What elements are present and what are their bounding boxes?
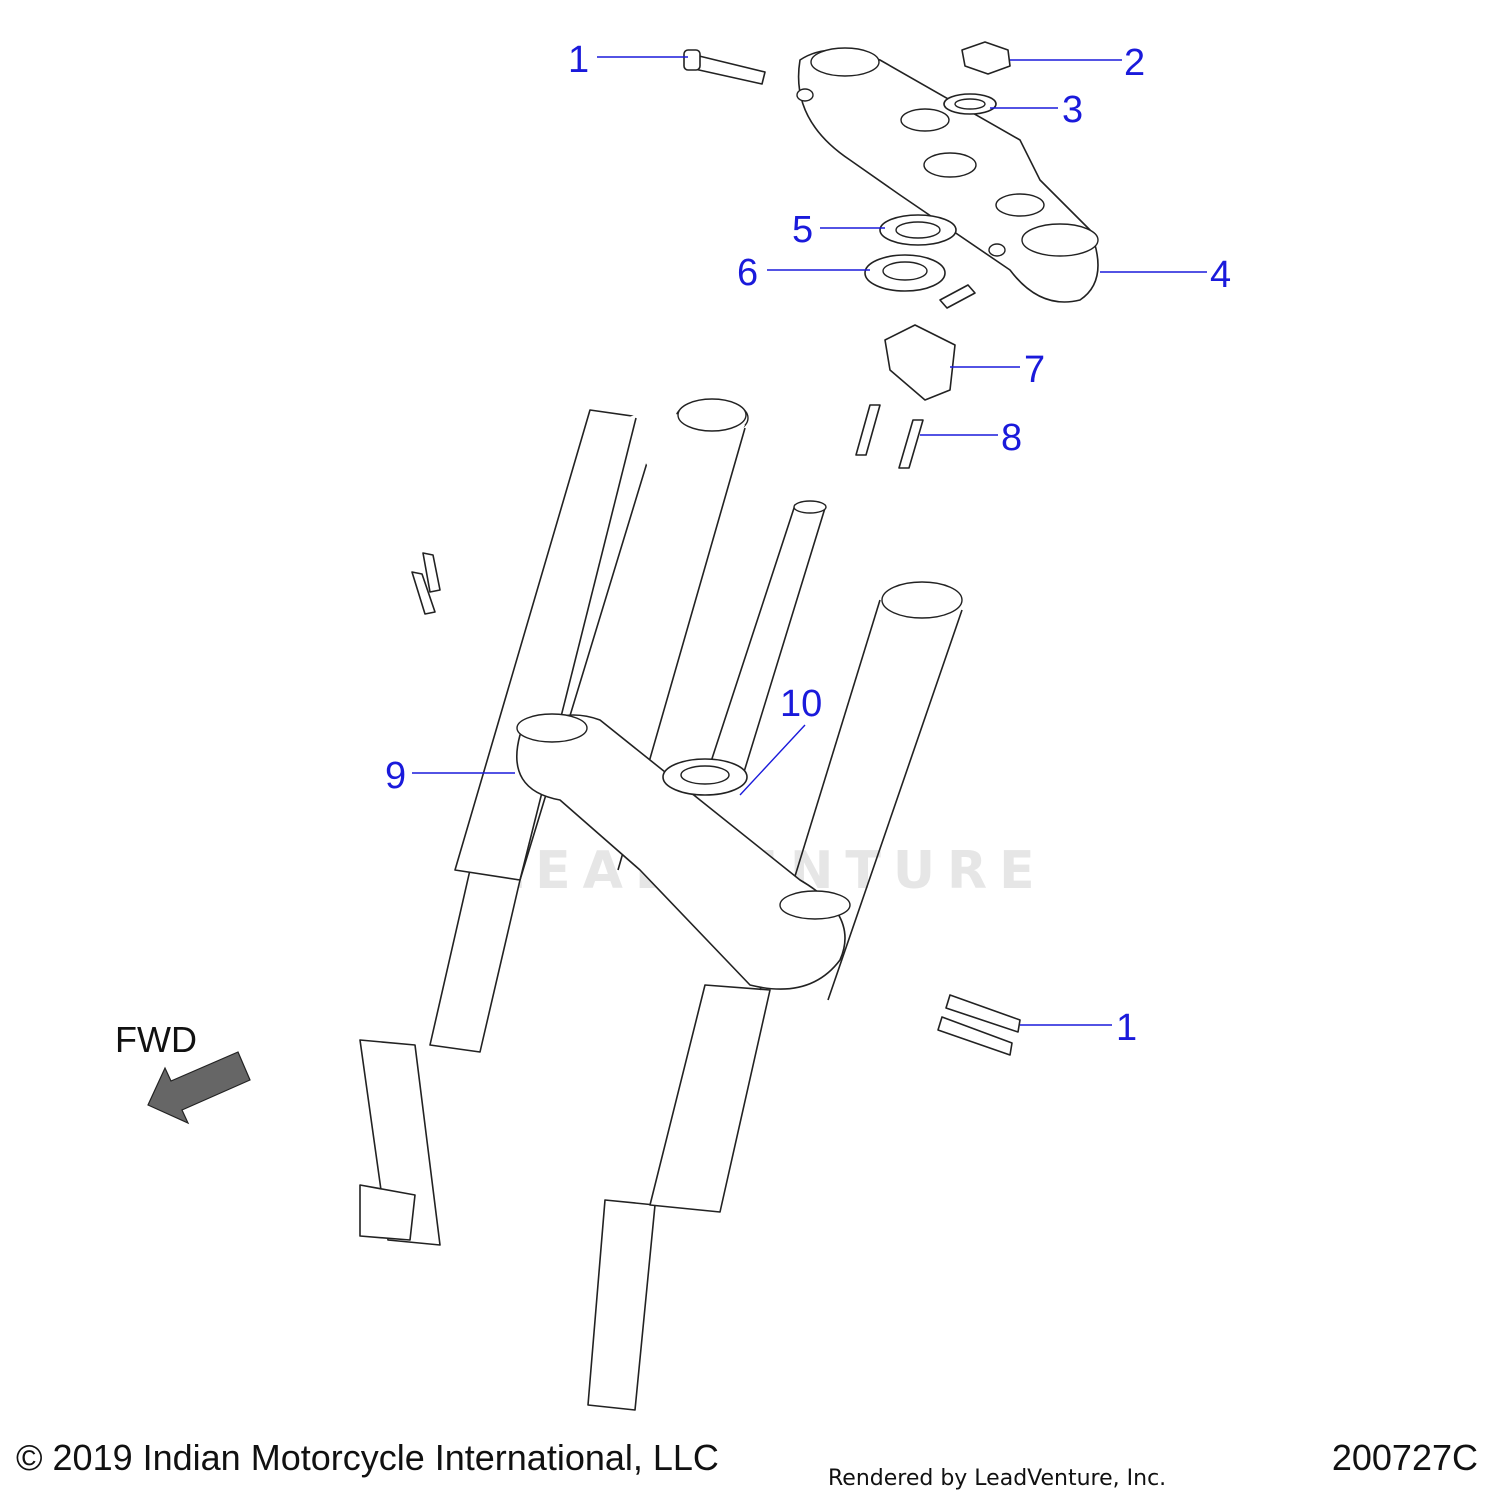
drawing-number: 200727C: [1331, 1437, 1478, 1478]
left-fork-slider: [429, 869, 521, 1053]
copyright-text: © 2019 Indian Motorcycle International, …: [16, 1437, 719, 1478]
steering-lock: [884, 324, 956, 401]
rendered-by-text: Rendered by LeadVenture, Inc.: [828, 1466, 1167, 1491]
lower-clamp-right-bore: [779, 890, 851, 920]
callout-1-top: 1: [568, 39, 589, 81]
loose-bolt-a: [422, 552, 441, 593]
callout-7: 7: [1024, 349, 1045, 391]
small-screw: [939, 284, 976, 309]
callout-5: 5: [792, 209, 813, 251]
right-fork-slider: [649, 984, 771, 1213]
fwd-label: FWD: [115, 1019, 197, 1060]
adjusting-nut: [879, 214, 957, 246]
callout-2: 2: [1124, 42, 1145, 84]
lower-triple-clamp: [516, 713, 851, 990]
upper-bearing: [864, 254, 946, 292]
steering-stem-shaft: [704, 504, 826, 786]
right-fork-lower-leg: [587, 1199, 656, 1411]
pinch-bolts-bottom: [937, 994, 1021, 1056]
callout-4: 4: [1210, 254, 1231, 296]
washer: [943, 93, 997, 115]
left-fork-top-cap: [677, 398, 747, 432]
callout-1-bottom: 1: [1116, 1007, 1137, 1049]
callout-10: 10: [780, 683, 822, 725]
mount-bolt-b: [898, 419, 924, 469]
lower-clamp-left-bore: [516, 713, 588, 743]
lower-bearing: [662, 758, 748, 796]
left-fork-assembly: [359, 398, 749, 1246]
callout-9: 9: [385, 755, 406, 797]
loose-bolt-b: [411, 571, 436, 615]
mount-bolt-a: [855, 404, 881, 456]
forward-arrow-icon: [147, 1051, 251, 1125]
leader-lines: [412, 56, 1207, 1026]
callout-3: 3: [1062, 89, 1083, 131]
left-fork-foot: [359, 1184, 416, 1241]
callout-6: 6: [737, 252, 758, 294]
callout-8: 8: [1001, 417, 1022, 459]
upper-clamp-right-bore: [1021, 223, 1099, 257]
upper-triple-clamp: [796, 47, 1099, 303]
stem-nut: [961, 41, 1011, 75]
right-fork-assembly: [587, 581, 963, 1411]
right-fork-top-cap: [881, 581, 963, 619]
steering-stem: [704, 500, 827, 786]
pinch-bolt-top: [683, 49, 766, 85]
left-fork-lower-leg: [359, 1039, 441, 1246]
upper-clamp-left-bore: [810, 47, 880, 77]
